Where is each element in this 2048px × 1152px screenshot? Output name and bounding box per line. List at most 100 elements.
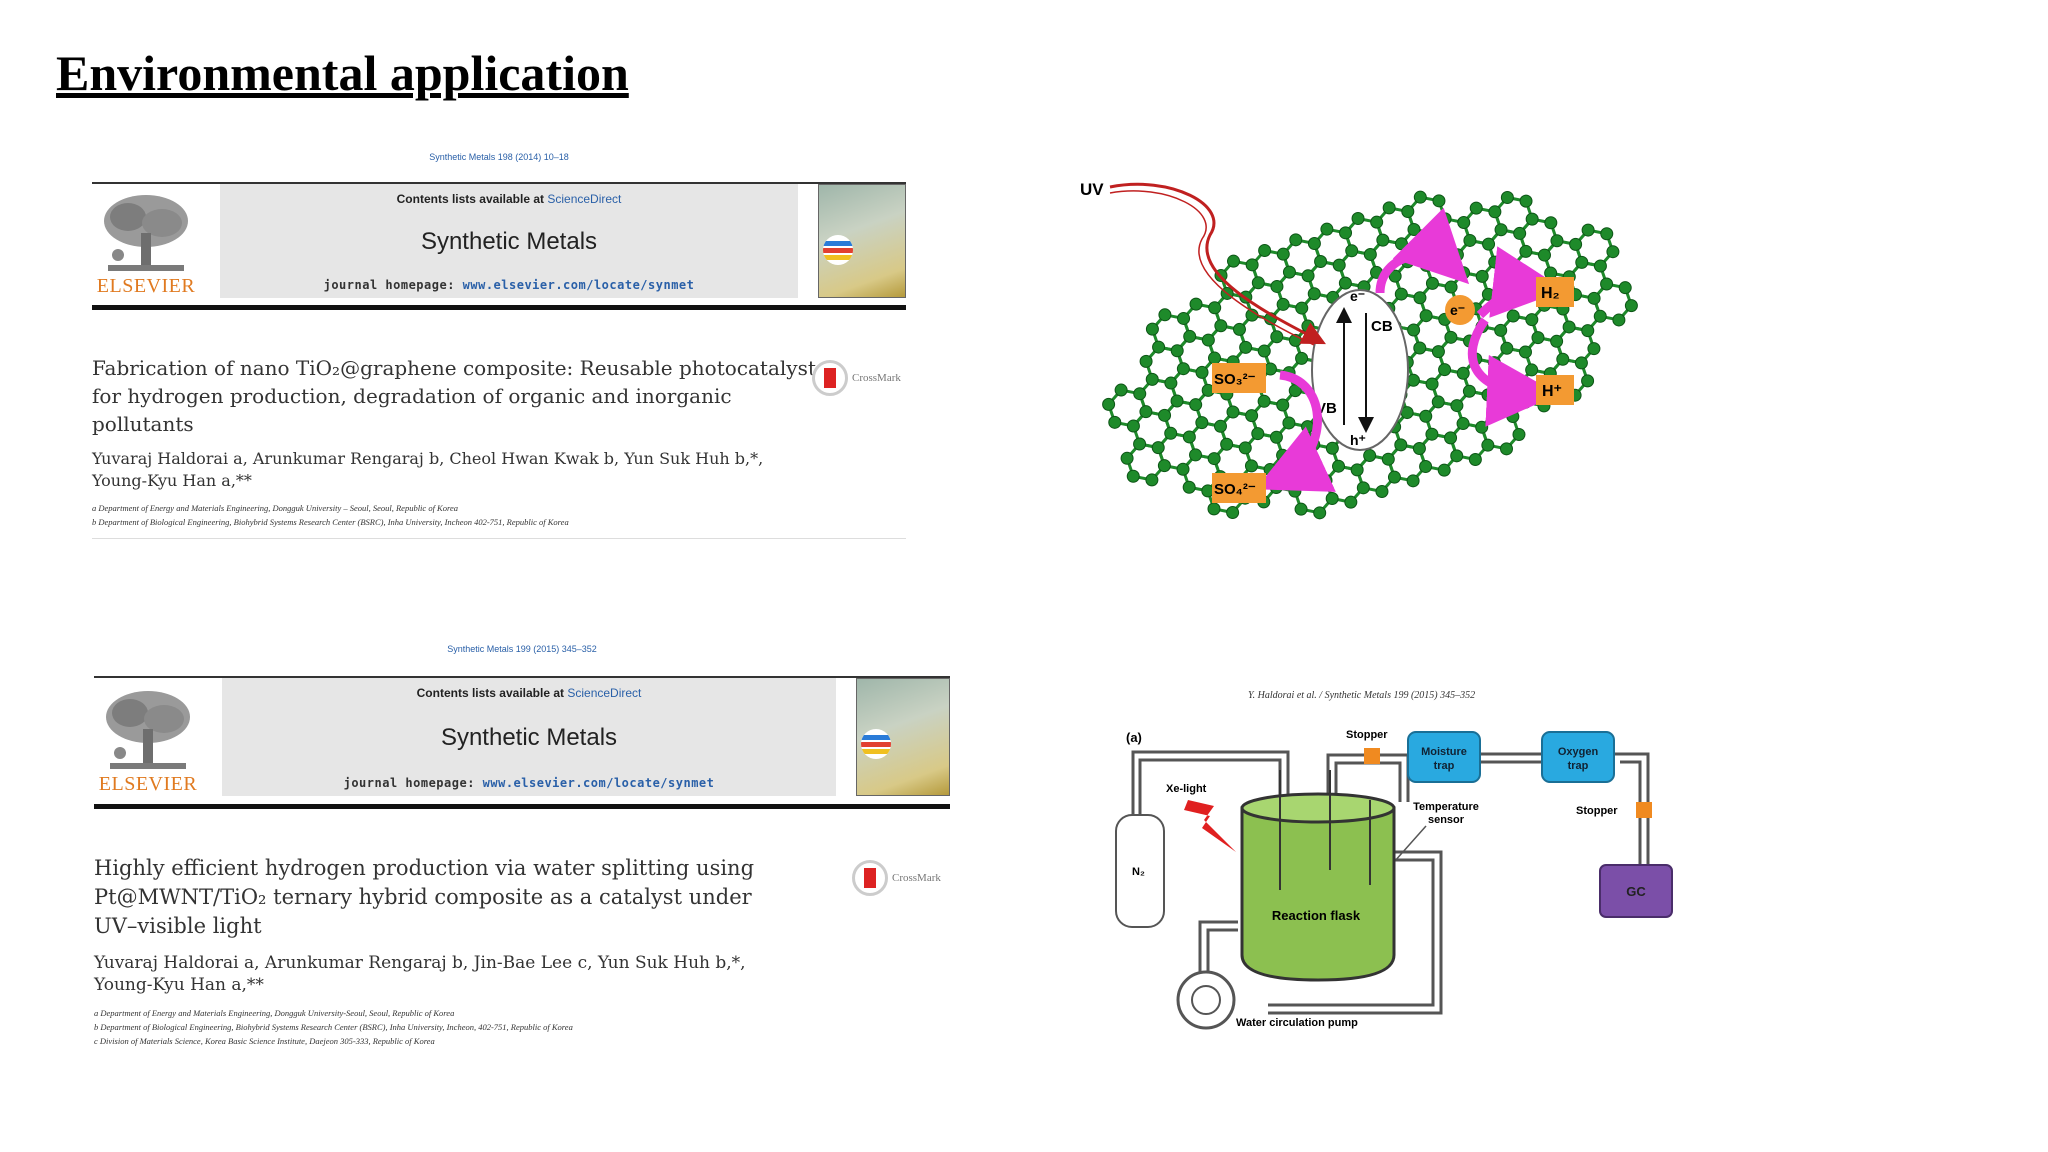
- graphene-atom: [1208, 301, 1222, 315]
- cover-graphic: [823, 235, 853, 265]
- label-moisture-trap-2: trap: [1434, 760, 1455, 772]
- journal-band: Contents lists available at ScienceDirec…: [222, 678, 836, 796]
- graphene-atom: [1177, 311, 1191, 325]
- graphene-atom: [1282, 416, 1296, 430]
- sciencedirect-link[interactable]: ScienceDirect: [567, 686, 642, 700]
- journal-citation: Synthetic Metals 198 (2014) 10–18: [429, 152, 569, 162]
- cover-graphic: [861, 729, 891, 759]
- graphene-atom: [1387, 470, 1401, 484]
- graphene-atom: [1207, 502, 1221, 516]
- graphene-atom: [1381, 452, 1395, 466]
- graphene-atom: [1226, 506, 1240, 520]
- graphene-atom: [1488, 255, 1502, 269]
- graphene-atom: [1593, 259, 1607, 273]
- homepage-link[interactable]: www.elsevier.com/locate/synmet: [482, 776, 715, 790]
- paper-affiliations: a Department of Energy and Materials Eng…: [94, 1008, 573, 1046]
- graphene-atom: [1294, 502, 1308, 516]
- graphene-atom: [1232, 322, 1246, 336]
- graphene-atom: [1226, 405, 1240, 419]
- label-uv: UV: [1080, 180, 1104, 199]
- elsevier-logo: ELSEVIER: [92, 184, 200, 298]
- graphene-atom: [1239, 340, 1253, 354]
- graphene-atom: [1419, 460, 1433, 474]
- label-temperature-sensor-1: Temperature: [1413, 801, 1479, 813]
- graphene-atom: [1276, 247, 1290, 261]
- label-stopper-1: Stopper: [1346, 729, 1388, 741]
- graphene-atom: [1270, 330, 1284, 344]
- graphene-atom: [1519, 244, 1533, 258]
- graphene-atom: [1525, 212, 1539, 226]
- graphene-atom: [1170, 394, 1184, 408]
- photocatalysis-diagram: CB VB e⁻ h⁺ UV e⁻ H₂ H⁺ SO₃²⁻ SO₄²⁻: [1080, 165, 1660, 520]
- label-electron-free: e⁻: [1450, 302, 1465, 318]
- label-moisture-trap-1: Moisture: [1421, 746, 1467, 758]
- graphene-atom: [1593, 309, 1607, 323]
- figure-caption: Y. Haldorai et al. / Synthetic Metals 19…: [1248, 690, 1476, 701]
- graphene-atom: [1450, 449, 1464, 463]
- graphene-atom: [1370, 215, 1384, 229]
- graphene-atom: [1276, 448, 1290, 462]
- elsevier-logo: ELSEVIER: [94, 678, 202, 796]
- graphene-atom: [1475, 420, 1489, 434]
- journal-band: Contents lists available at ScienceDirec…: [220, 184, 798, 298]
- graphene-atom: [1488, 205, 1502, 219]
- graphene-atom: [1258, 244, 1272, 258]
- homepage-link[interactable]: www.elsevier.com/locate/synmet: [462, 278, 695, 292]
- journal-banner: ELSEVIER Contents lists available at Sci…: [92, 184, 906, 298]
- graphene-atom: [1276, 297, 1290, 311]
- header-rule: [92, 182, 906, 184]
- sciencedirect-link[interactable]: ScienceDirect: [547, 192, 622, 206]
- graphene-atom: [1126, 419, 1140, 433]
- graphene-atom: [1269, 481, 1283, 495]
- paper-header-2: Synthetic Metals 199 (2015) 345–352 ELSE…: [94, 644, 950, 1054]
- stopper-1: [1364, 748, 1380, 764]
- graphene-atom: [1618, 281, 1632, 295]
- graphene-atom: [1189, 297, 1203, 311]
- graphene-atom: [1456, 417, 1470, 431]
- graphene-atom: [1295, 301, 1309, 315]
- graphene-atom: [1338, 276, 1352, 290]
- graphene-atom: [1345, 244, 1359, 258]
- graphene-atom: [1276, 398, 1290, 412]
- graphene-atom: [1481, 388, 1495, 402]
- graphene-atom: [1195, 416, 1209, 430]
- label-temperature-sensor-2: sensor: [1428, 814, 1465, 826]
- label-stopper-2: Stopper: [1576, 805, 1618, 817]
- crossmark-badge[interactable]: CrossMark: [852, 860, 941, 896]
- graphene-atom: [1587, 342, 1601, 356]
- homepage-line: journal homepage: www.elsevier.com/locat…: [343, 776, 715, 790]
- graphene-atom: [1456, 366, 1470, 380]
- graphene-atom: [1145, 372, 1159, 386]
- label-panel: (a): [1126, 730, 1142, 745]
- graphene-atom: [1457, 215, 1471, 229]
- graphene-atom: [1499, 442, 1513, 456]
- reaction-setup-diagram: Y. Haldorai et al. / Synthetic Metals 19…: [1108, 680, 1708, 1040]
- graphene-atom: [1350, 463, 1364, 477]
- graphene-atom: [1438, 212, 1452, 226]
- graphene-atom: [1600, 277, 1614, 291]
- graphene-atom: [1406, 474, 1420, 488]
- graphene-atom: [1406, 373, 1420, 387]
- graphene-atom: [1525, 363, 1539, 377]
- paper-authors: Yuvaraj Haldorai a, Arunkumar Rengaraj b…: [94, 953, 746, 995]
- graphene-atom: [1245, 409, 1259, 423]
- graphene-atom: [1482, 237, 1496, 251]
- crossmark-badge[interactable]: CrossMark: [812, 360, 901, 396]
- graphene-atom: [1412, 442, 1426, 456]
- graphene-atom: [1494, 223, 1508, 237]
- graphene-atom: [1157, 459, 1171, 473]
- journal-banner: ELSEVIER Contents lists available at Sci…: [94, 678, 950, 796]
- graphene-atom: [1208, 351, 1222, 365]
- graphene-atom: [1126, 469, 1140, 483]
- divider: [92, 538, 906, 539]
- graphene-atom: [1487, 356, 1501, 370]
- graphene-atom: [1444, 280, 1458, 294]
- arrow-electron-transfer: [1375, 207, 1470, 294]
- label-hplus: H⁺: [1542, 383, 1562, 400]
- graphene-atom: [1288, 484, 1302, 498]
- graphene-atom: [1438, 363, 1452, 377]
- publisher-name: ELSEVIER: [96, 275, 196, 297]
- graphene-atom: [1537, 248, 1551, 262]
- graphene-atom: [1307, 236, 1321, 250]
- graphene-atom: [1182, 480, 1196, 494]
